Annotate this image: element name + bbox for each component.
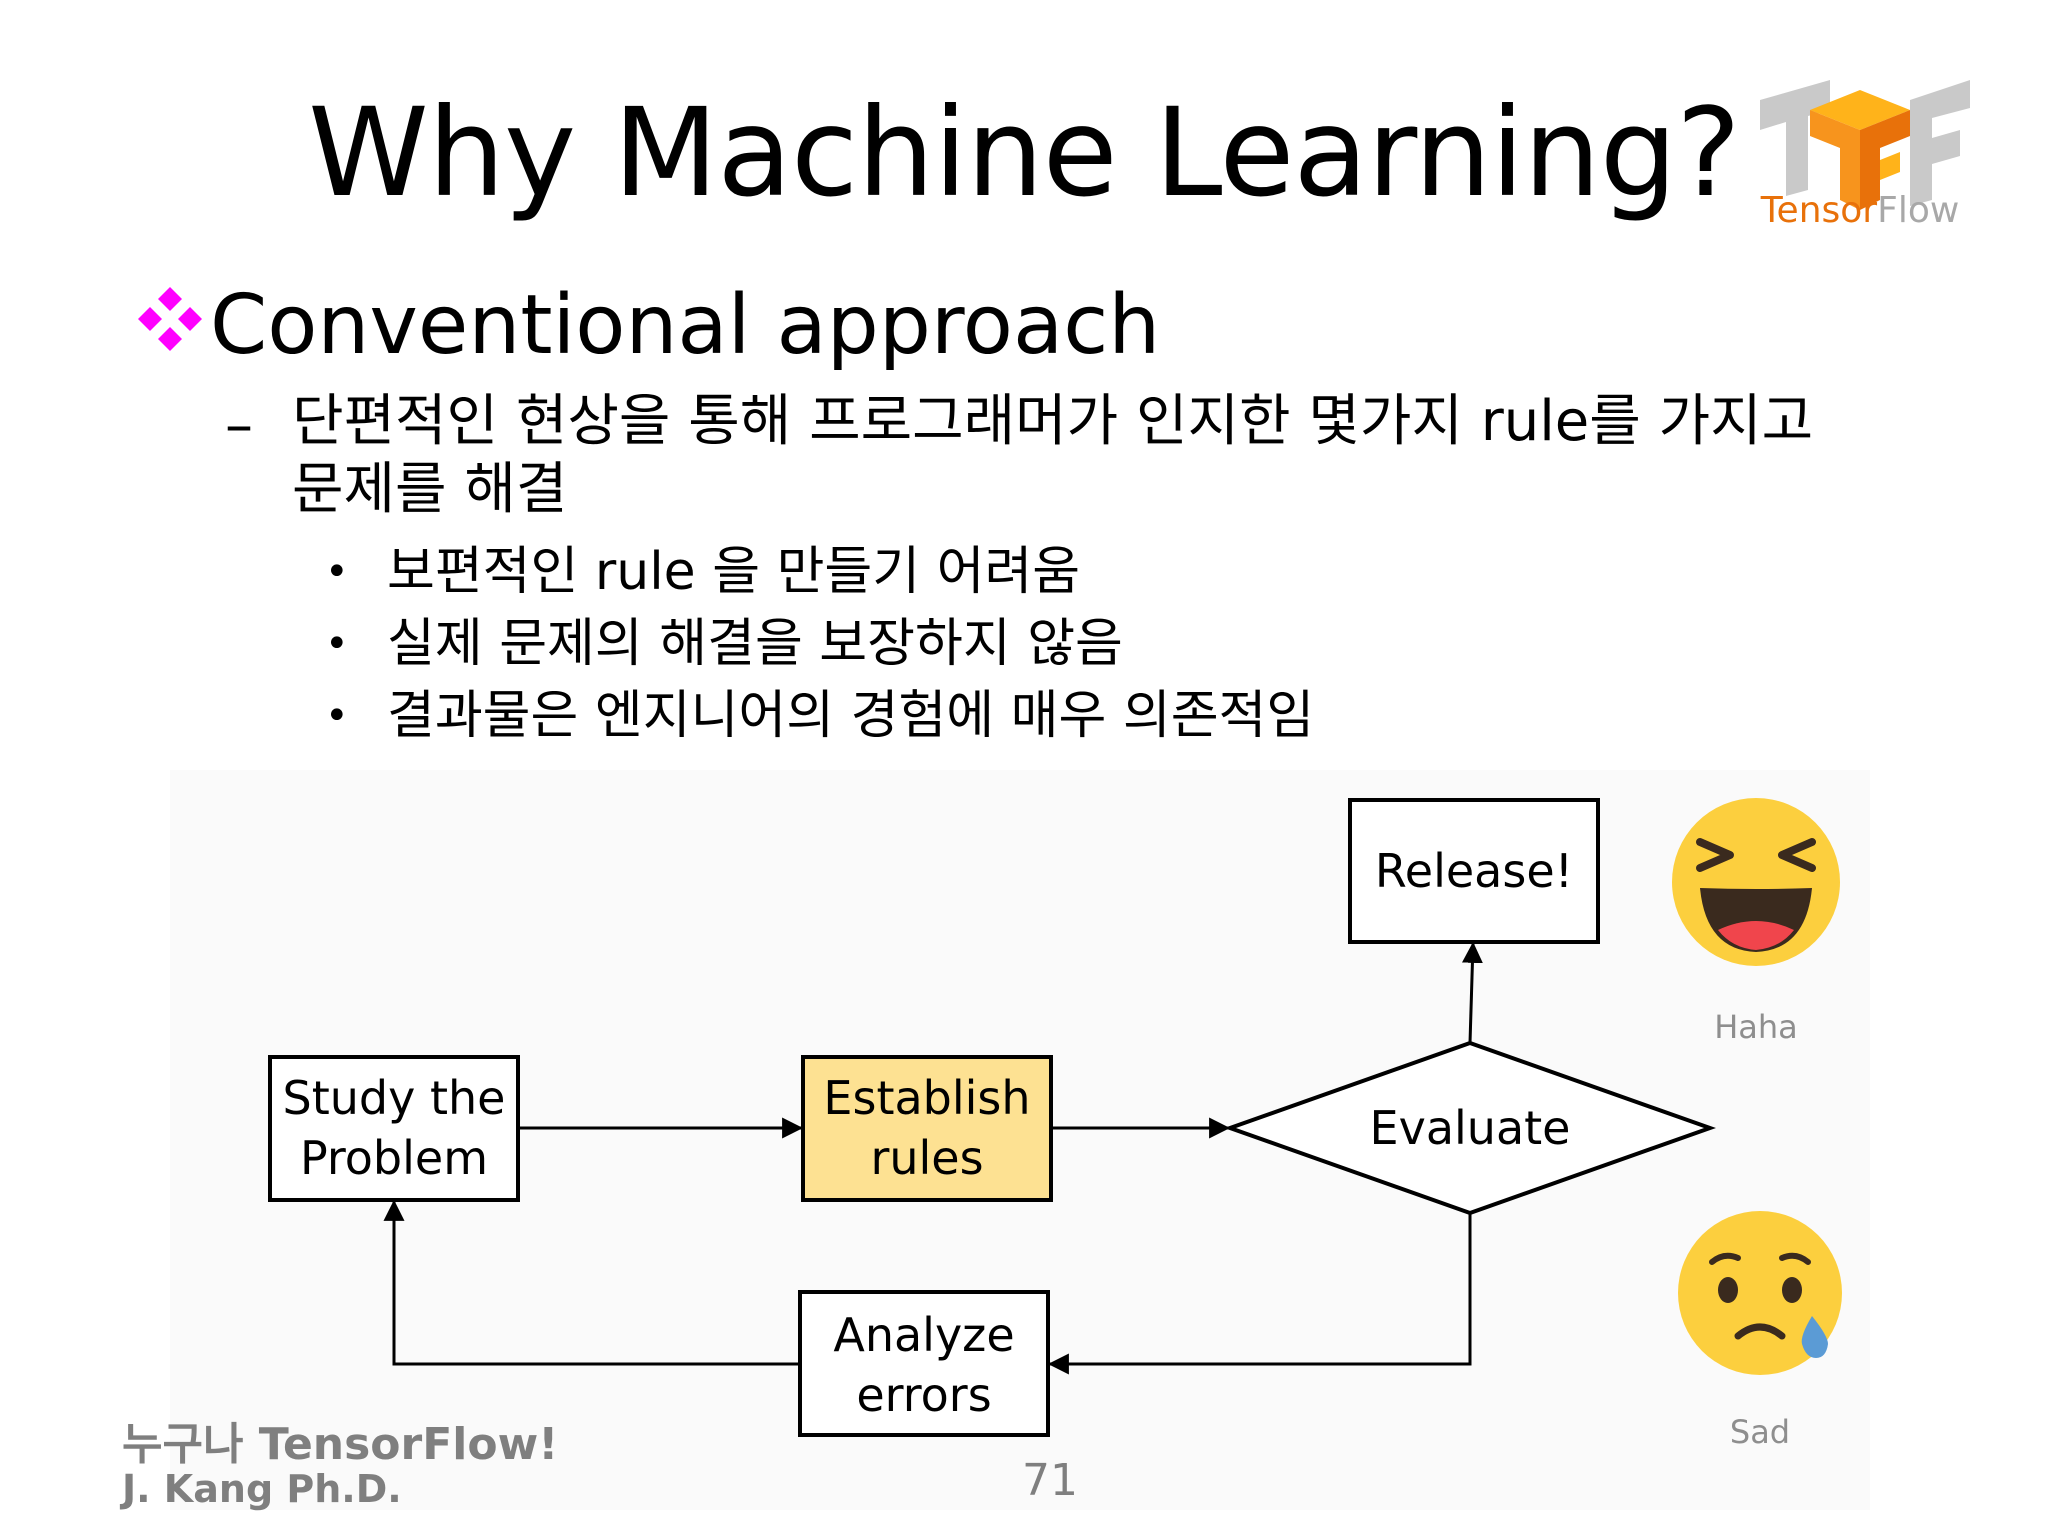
diamond-bullet-icon xyxy=(138,287,202,351)
bullet-dot: • xyxy=(325,621,349,667)
list-item: • 보편적인 rule 을 만들기 어려움 xyxy=(325,540,1080,604)
main-bullet: Conventional approach xyxy=(130,278,1160,374)
tensorflow-logo-icon xyxy=(1760,80,1970,210)
evaluate-label: Evaluate xyxy=(1369,1101,1571,1155)
list-item-text: 결과물은 엔지니어의 경험에 매우 의존적임 xyxy=(387,686,1315,746)
analyze-errors-box xyxy=(798,1290,1050,1437)
slide-title: Why Machine Learning? xyxy=(308,82,1741,224)
haha-label: Haha xyxy=(1714,1008,1798,1046)
footer-korean: 누구나 xyxy=(122,1419,244,1470)
sub-bullet-text: 단편적인 현상을 통해 프로그래머가 인지한 몇가지 rule를 가지고 문제를… xyxy=(292,388,1942,524)
tensorflow-wordmark: TensorFlow xyxy=(1745,190,1975,231)
analyze-errors-line-2: errors xyxy=(856,1368,992,1422)
study-problem-line-2: Problem xyxy=(299,1131,489,1185)
sad-label: Sad xyxy=(1729,1413,1791,1451)
footer-tensorflow: TensorFlow! xyxy=(258,1419,559,1470)
bullet-dot: • xyxy=(325,549,349,595)
wordmark-flow: Flow xyxy=(1877,190,1960,231)
study-problem-line-1: Study the xyxy=(282,1071,506,1125)
page-number: 71 xyxy=(1022,1455,1078,1506)
sub-bullet-line-2: 문제를 해결 xyxy=(292,457,568,522)
study-problem-label: Study the Problem xyxy=(270,1068,518,1188)
list-item: • 실제 문제의 해결을 보장하지 않음 xyxy=(325,612,1123,676)
establish-rules-line-1: Establish xyxy=(823,1071,1031,1125)
release-box xyxy=(1348,798,1600,944)
arrow-evaluate-to-release xyxy=(1461,941,1483,1044)
establish-rules-box xyxy=(801,1055,1053,1202)
arrow-evaluate-to-analyze xyxy=(1047,1213,1472,1375)
footer-course: 누구나 TensorFlow! xyxy=(122,1408,558,1472)
establish-rules-line-2: rules xyxy=(870,1131,984,1185)
haha-emoji-icon xyxy=(1672,798,1840,966)
list-item: • 결과물은 엔지니어의 경험에 매우 의존적임 xyxy=(325,684,1314,748)
arrow-analyze-to-study xyxy=(383,1199,800,1366)
sub-bullet-dash: – xyxy=(225,393,253,458)
footer-author: J. Kang Ph.D. xyxy=(122,1467,402,1511)
list-item-text: 보편적인 rule 을 만들기 어려움 xyxy=(387,542,1081,602)
sad-emoji-icon xyxy=(1678,1211,1842,1375)
establish-rules-label: Establish rules xyxy=(803,1068,1051,1188)
release-label: Release! xyxy=(1374,844,1574,898)
sub-bullet-line-1: 단편적인 현상을 통해 프로그래머가 인지한 몇가지 rule를 가지고 xyxy=(292,389,1814,454)
bullet-dot: • xyxy=(325,693,349,739)
analyze-errors-line-1: Analyze xyxy=(833,1308,1015,1362)
list-item-text: 실제 문제의 해결을 보장하지 않음 xyxy=(387,614,1123,674)
analyze-errors-label: Analyze errors xyxy=(800,1305,1048,1425)
evaluate-diamond xyxy=(1224,1040,1716,1216)
main-bullet-text: Conventional approach xyxy=(210,278,1161,373)
wordmark-tensor: Tensor xyxy=(1760,190,1878,231)
